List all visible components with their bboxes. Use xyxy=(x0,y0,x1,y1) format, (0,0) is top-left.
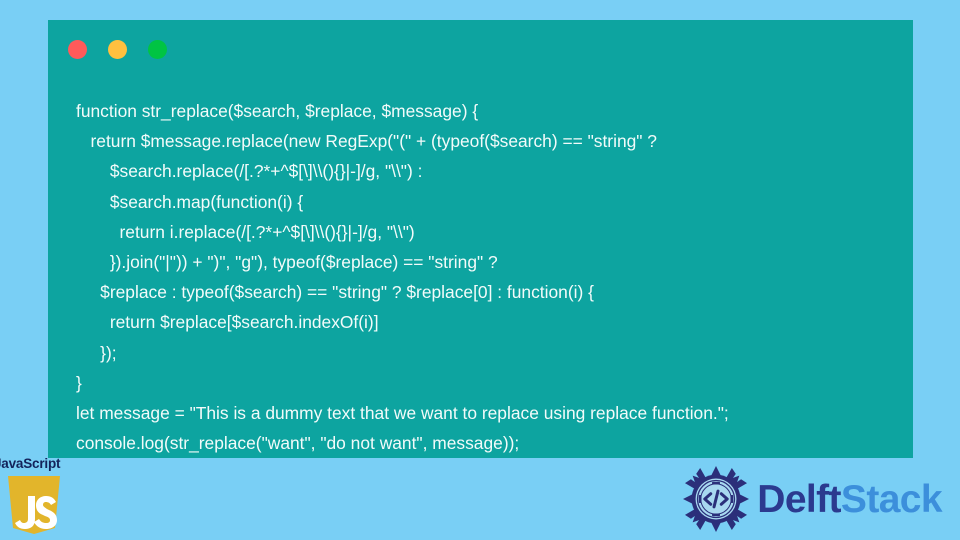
code-block[interactable]: function str_replace($search, $replace, … xyxy=(48,78,913,458)
maximize-button[interactable] xyxy=(148,39,167,59)
delftstack-logo: DelftStack xyxy=(683,466,943,532)
javascript-logo-icon xyxy=(8,476,60,534)
code-line: return i.replace(/[.?*+^$[\]\\(){}|-]/g,… xyxy=(76,221,415,242)
code-line: return $replace[$search.indexOf(i)] xyxy=(76,312,379,333)
code-line: function str_replace($search, $replace, … xyxy=(76,101,479,121)
code-line: $replace : typeof($search) == "string" ?… xyxy=(76,282,594,303)
code-line: }); xyxy=(76,342,117,363)
code-line: } xyxy=(76,372,82,393)
brand-name-delft: Delft xyxy=(757,477,841,521)
code-line: $search.map(function(i) { xyxy=(76,191,304,212)
delftstack-wordmark: DelftStack xyxy=(757,480,942,519)
code-line: console.log(str_replace("want", "do not … xyxy=(76,433,520,454)
code-window: function str_replace($search, $replace, … xyxy=(48,20,913,458)
minimize-button[interactable] xyxy=(108,39,127,59)
code-line: $search.replace(/[.?*+^$[\]\\(){}|-]/g, … xyxy=(76,161,423,182)
javascript-badge: JavaScript xyxy=(0,456,114,540)
window-titlebar xyxy=(48,20,913,78)
code-line: return $message.replace(new RegExp("(" +… xyxy=(76,131,657,152)
code-line: }).join("|")) + ")", "g"), typeof($repla… xyxy=(76,252,498,273)
brand-name-stack: Stack xyxy=(840,477,943,521)
delftstack-mark-icon xyxy=(683,466,750,532)
code-line: let message = "This is a dummy text that… xyxy=(76,403,729,424)
javascript-label: JavaScript xyxy=(0,456,61,471)
close-button[interactable] xyxy=(68,39,87,59)
